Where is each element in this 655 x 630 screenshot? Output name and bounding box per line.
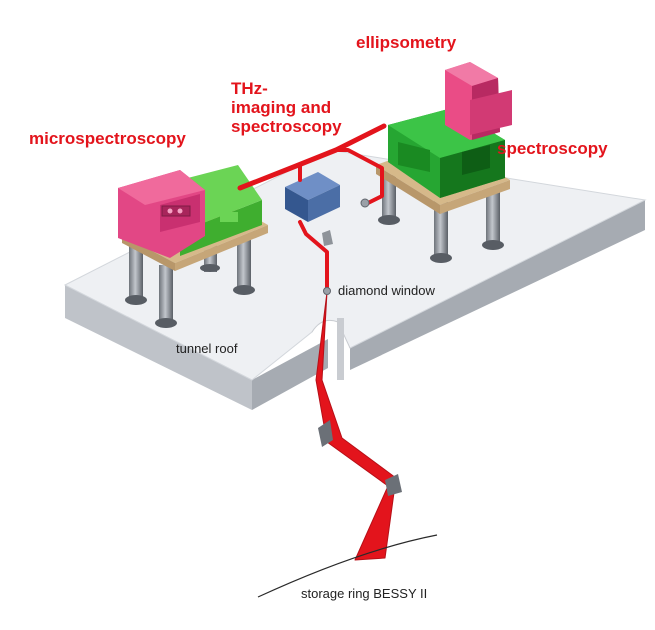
- green-module-front: [180, 200, 262, 256]
- label-microspectroscopy: microspectroscopy: [29, 129, 186, 148]
- storage-ring-arc: [257, 534, 438, 598]
- label-thz-line2: imaging and: [231, 98, 332, 117]
- diamond-window-marker: [323, 287, 331, 295]
- beam-path: [237, 123, 397, 561]
- table-leg: [159, 265, 173, 323]
- table-leg: [382, 175, 396, 220]
- microspectroscopy-station: [118, 165, 268, 328]
- table-leg: [486, 190, 500, 245]
- label-thz: THz- imaging and spectroscopy: [231, 79, 342, 136]
- table-leg: [434, 200, 448, 258]
- label-ellipsometry: ellipsometry: [356, 33, 457, 52]
- label-thz-line1: THz-: [231, 79, 268, 98]
- spectroscopy-station: [376, 62, 512, 263]
- table-leg: [129, 245, 143, 300]
- thz-station: [285, 172, 340, 222]
- label-storage-ring: storage ring BESSY II: [301, 586, 428, 601]
- mirrors: [318, 198, 402, 496]
- label-spectroscopy: spectroscopy: [497, 139, 608, 158]
- table-leg: [237, 240, 251, 290]
- label-diamond-window: diamond window: [338, 283, 435, 298]
- label-tunnel-roof: tunnel roof: [176, 341, 238, 356]
- label-thz-line3: spectroscopy: [231, 117, 342, 136]
